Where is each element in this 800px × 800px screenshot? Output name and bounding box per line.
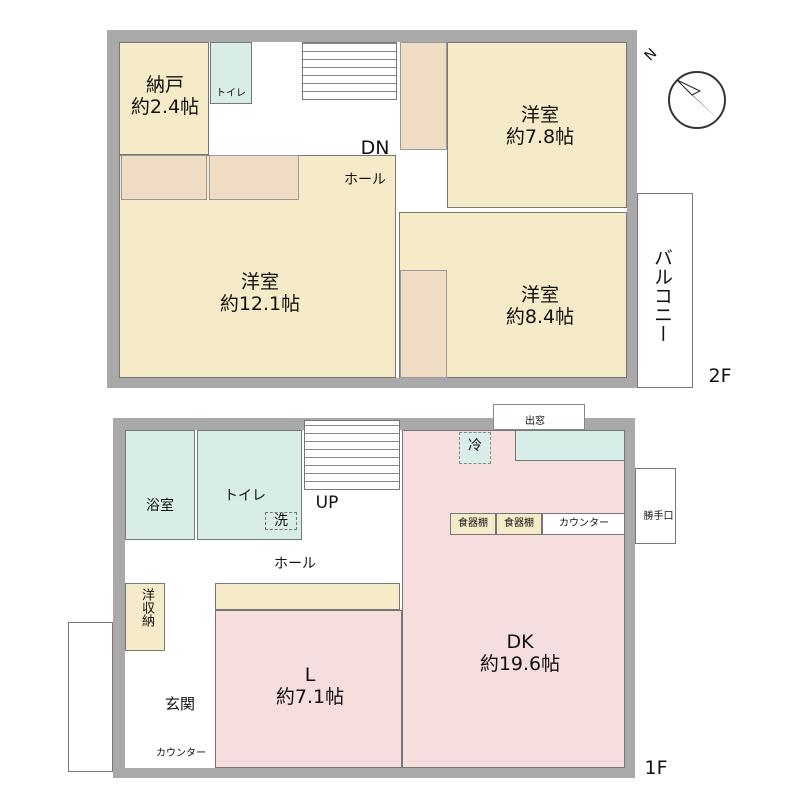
floor1-bay-window-label: 出窓 — [525, 416, 545, 427]
floor1-entrance-counter-label: カウンター — [150, 748, 212, 760]
floor1-service-door-label: 勝手口 — [643, 511, 674, 522]
floor1-cupboard-2 — [496, 513, 542, 535]
floor1-porch — [68, 622, 113, 772]
floor2-stairs — [302, 42, 397, 100]
floor2-west-closet-2 — [209, 155, 299, 200]
floor2-ne-room — [447, 42, 627, 208]
floor2-west-room-name: 洋室 — [240, 271, 279, 293]
floor1-kitchen-counter — [515, 430, 625, 461]
compass-icon — [668, 71, 726, 129]
floor2-ne-room-name: 洋室 — [520, 104, 559, 126]
floor1-dk-name: DK — [506, 631, 534, 653]
floor1-stairs — [304, 420, 400, 490]
floor2-label: 2F — [708, 365, 732, 387]
floor2-se-room-name: 洋室 — [520, 284, 559, 306]
floor2-se-closet — [400, 270, 447, 378]
floor1-stairs-label: UP — [315, 493, 339, 513]
floor2-ne-closet — [400, 42, 447, 150]
floor1-closet-name: 洋収納 — [139, 588, 154, 627]
floor2-ne-room-size: 約7.8帖 — [505, 125, 575, 148]
floor2-storage-size: 約2.4帖 — [130, 95, 200, 118]
floor2-se-room-size: 約8.4帖 — [505, 305, 575, 328]
floor1-dk — [402, 430, 625, 768]
floor2-hall-name: ホール — [344, 172, 386, 188]
floor1-toilet — [197, 430, 302, 540]
floor1-toilet-name: トイレ — [224, 488, 266, 504]
floor1-bay-window — [493, 404, 585, 430]
floor2-storage-room — [119, 42, 209, 155]
floor1-fridge-label: 冷 — [468, 438, 482, 454]
floor1-closet — [125, 583, 165, 651]
floor2-storage-name: 納戸 — [145, 74, 184, 96]
floor1-dk-counter — [542, 513, 625, 535]
floor1-dk-counter-label: カウンター — [559, 518, 609, 529]
floor1-living-name: L — [304, 664, 316, 686]
floor1-living-size: 約7.1帖 — [275, 685, 345, 708]
floor2-west-room-size: 約12.1帖 — [219, 292, 301, 315]
floor1-hall-storage — [215, 583, 400, 610]
floor1-cupboard-1-label: 食器棚 — [458, 518, 488, 529]
floor1-bath-name: 浴室 — [146, 498, 174, 514]
floor1-washer: 洗 — [265, 512, 297, 531]
floor1-cupboard-1 — [450, 513, 496, 535]
floor2-toilet — [210, 42, 252, 104]
floor1-cupboard-2-label: 食器棚 — [504, 518, 534, 529]
floor1-bath — [125, 430, 195, 540]
floor2-toilet-name: トイレ — [216, 88, 246, 99]
floor1-hall-name: ホール — [274, 556, 316, 572]
floor1-living — [215, 610, 402, 768]
floor1-entrance-name: 玄関 — [164, 695, 195, 713]
floor2-balcony — [637, 193, 693, 388]
floor1-dk-size: 約19.6帖 — [479, 652, 561, 675]
floor2-balcony-name: バルコニー — [651, 248, 673, 343]
floor2-stairs-label: DN — [360, 137, 390, 159]
floor1-service-door-step — [635, 468, 676, 544]
floor2-west-closet-1 — [121, 155, 207, 200]
floor1-label: 1F — [644, 757, 668, 779]
floor1-fridge — [459, 432, 491, 464]
